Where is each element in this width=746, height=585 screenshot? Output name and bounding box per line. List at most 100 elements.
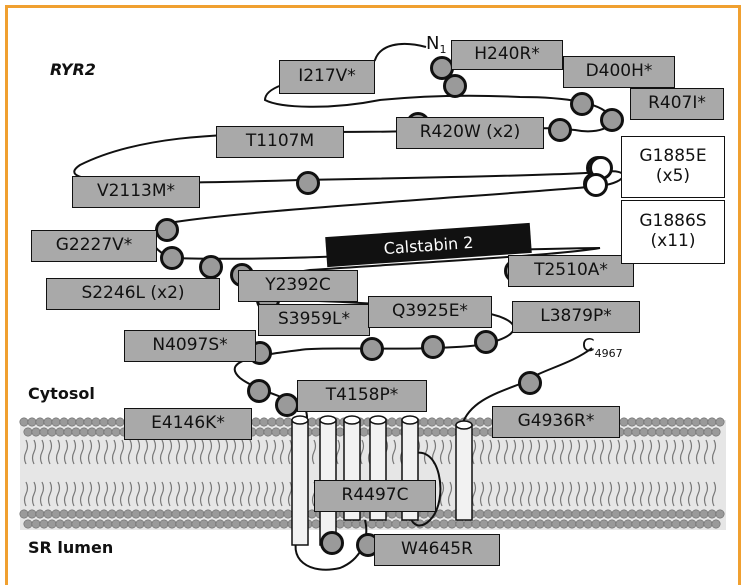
lipid-head [620, 418, 628, 426]
lipid-head [92, 510, 100, 518]
lipid-head [252, 510, 260, 518]
lipid-head [632, 428, 640, 436]
lipid-head [504, 520, 512, 528]
lipid-head [528, 520, 536, 528]
mutation-label: T2510A* [508, 255, 634, 287]
lipid-head [44, 510, 52, 518]
lipid-head [712, 428, 720, 436]
lipid-head [28, 418, 36, 426]
mutation-label: N4097S* [124, 330, 256, 362]
lipid-head [160, 520, 168, 528]
boxed-mutation-label: G1886S(x11) [621, 200, 725, 264]
lipid-head [472, 520, 480, 528]
lipid-head [312, 520, 320, 528]
lipid-head [464, 520, 472, 528]
lipid-head [516, 510, 524, 518]
mutation-label: Y2392C [238, 270, 358, 302]
lipid-head [368, 520, 376, 528]
lipid-head [500, 510, 508, 518]
lipid-head [600, 520, 608, 528]
lipid-head [280, 428, 288, 436]
lipid-head [676, 418, 684, 426]
lipid-head [616, 520, 624, 528]
lipid-head [272, 428, 280, 436]
lipid-head [76, 510, 84, 518]
lipid-head [108, 418, 116, 426]
lipid-head [688, 428, 696, 436]
lipid-head [120, 520, 128, 528]
mutation-label: V2113M* [72, 176, 200, 208]
lipid-head [212, 510, 220, 518]
transmembrane-helix [456, 425, 472, 520]
lipid-head [696, 520, 704, 528]
lipid-head [60, 418, 68, 426]
lipid-head [128, 520, 136, 528]
mutation-dot [445, 76, 466, 97]
lipid-head [700, 418, 708, 426]
mutation-dot [249, 381, 270, 402]
lipid-head [568, 520, 576, 528]
lipid-head [392, 428, 400, 436]
mutation-label: T1107M [216, 126, 344, 158]
lipid-head [664, 428, 672, 436]
lipid-head [100, 418, 108, 426]
mutation-dot [423, 337, 444, 358]
lipid-head [256, 428, 264, 436]
lipid-head [596, 510, 604, 518]
mutation-label: R420W (x2) [396, 117, 544, 149]
lipid-head [472, 428, 480, 436]
lipid-head [112, 428, 120, 436]
lipid-head [668, 418, 676, 426]
mutation-label: G4936R* [492, 406, 620, 438]
lipid-head [696, 428, 704, 436]
lipid-head [664, 520, 672, 528]
lipid-head [628, 510, 636, 518]
cytosol-label: Cytosol [28, 384, 95, 403]
lipid-head [88, 428, 96, 436]
lipid-head [32, 520, 40, 528]
lipid-head [608, 520, 616, 528]
mutation-label: S2246L (x2) [46, 278, 220, 310]
mutation-dot [157, 220, 178, 241]
lipid-head [520, 520, 528, 528]
lipid-head [84, 418, 92, 426]
lipid-head [116, 510, 124, 518]
lipid-head [44, 418, 52, 426]
lipid-head [612, 510, 620, 518]
lipid-head [496, 520, 504, 528]
lipid-head [68, 418, 76, 426]
lipid-head [284, 510, 292, 518]
boxed-mutation-label: G1885E(x5) [621, 136, 725, 198]
lipid-head [164, 510, 172, 518]
lipid-head [420, 418, 428, 426]
lipid-head [704, 428, 712, 436]
lipid-head [660, 418, 668, 426]
lipid-head [540, 510, 548, 518]
mutation-dot [432, 58, 453, 79]
mutation-dot [322, 533, 343, 554]
lipid-head [20, 418, 28, 426]
lipid-head [392, 520, 400, 528]
lipid-head [220, 510, 228, 518]
lipid-head [684, 418, 692, 426]
lipid-head [280, 520, 288, 528]
mutation-label: R407I* [630, 88, 724, 120]
lipid-head [28, 510, 36, 518]
lipid-head [624, 428, 632, 436]
lipid-head [232, 520, 240, 528]
lipid-head [684, 510, 692, 518]
lipid-head [36, 510, 44, 518]
lipid-head [248, 520, 256, 528]
lipid-head [260, 510, 268, 518]
lipid-head [156, 510, 164, 518]
lipid-head [224, 520, 232, 528]
lipid-head [716, 510, 724, 518]
lipid-head [700, 510, 708, 518]
mutation-label: D400H* [563, 56, 675, 88]
n-terminus-label: N1 [426, 33, 446, 56]
lipid-head [632, 520, 640, 528]
lipid-head [72, 428, 80, 436]
lipid-head [192, 520, 200, 528]
lipid-head [708, 418, 716, 426]
lipid-head [508, 510, 516, 518]
